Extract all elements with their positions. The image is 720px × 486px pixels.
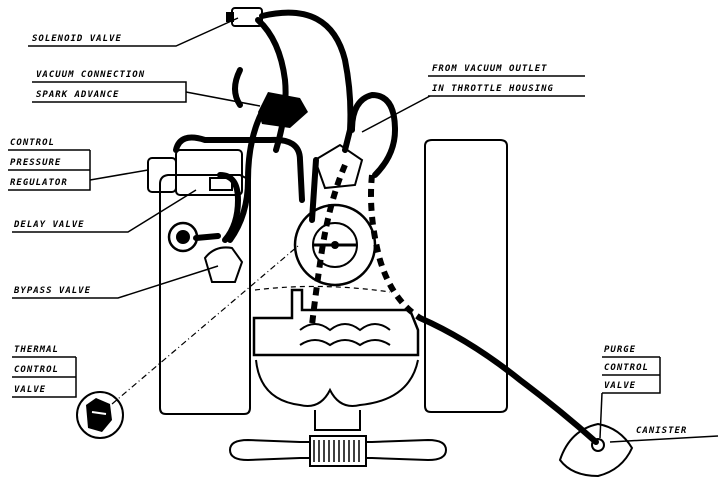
manifold-ports: [299, 323, 391, 347]
label-thermal: THERMAL: [14, 345, 59, 355]
label-purge: PURGE: [604, 345, 637, 355]
fan-hub: [309, 435, 367, 467]
engine-block-right: [424, 139, 508, 413]
label-thermal-valve: VALVE: [14, 385, 47, 395]
throttle-housing-outlet: [313, 143, 364, 190]
delay-valve-body: [167, 221, 199, 253]
label-spark-advance: SPARK ADVANCE: [36, 90, 120, 100]
engine-block-left: [159, 174, 251, 415]
label-control: CONTROL: [10, 138, 55, 148]
solenoid-valve: [226, 7, 263, 27]
label-regulator: REGULATOR: [10, 178, 68, 188]
hidden-hoses: [309, 163, 422, 326]
front-cover-lower: [314, 410, 361, 431]
thermal-valve-leader: [111, 245, 299, 405]
label-solenoid-valve: SOLENOID VALVE: [32, 34, 122, 44]
label-bypass-valve: BYPASS VALVE: [14, 286, 92, 296]
label-in-throttle-housing: IN THROTTLE HOUSING: [432, 84, 554, 94]
canister: [558, 422, 634, 478]
intake-manifold: [252, 288, 420, 357]
control-pressure-regulator: [147, 149, 243, 196]
label-thermal-control: CONTROL: [14, 365, 59, 375]
front-cover: [255, 359, 419, 407]
label-vacuum-connection: VACUUM CONNECTION: [36, 70, 146, 80]
label-pressure: PRESSURE: [10, 158, 62, 168]
thermal-control-valve: [76, 391, 124, 439]
bypass-valve-body: [203, 246, 244, 283]
label-delay-valve: DELAY VALVE: [14, 220, 85, 230]
label-canister: CANISTER: [636, 426, 688, 436]
label-purge-valve: VALVE: [604, 381, 637, 391]
vacuum-hoses: [173, 9, 599, 445]
label-from-vacuum-outlet: FROM VACUUM OUTLET: [432, 64, 548, 74]
hidden-outline: [254, 285, 391, 293]
throttle-body: [293, 203, 377, 287]
label-purge-control: CONTROL: [604, 363, 649, 373]
leader-lines: [8, 17, 719, 443]
cooling-fan: [228, 438, 448, 462]
